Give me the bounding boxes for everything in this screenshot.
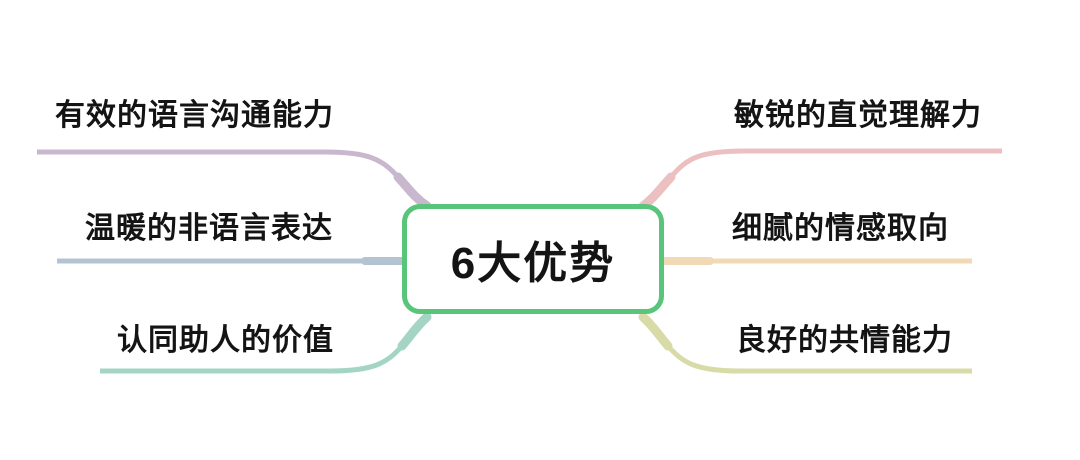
branch-topic-right-1[interactable]: 敏锐的直觉理解力 <box>734 99 982 132</box>
branch-topic-left-1[interactable]: 有效的语言沟通能力 <box>55 99 334 132</box>
branch-line-left-1-taper <box>393 172 432 211</box>
branch-topic-right-3[interactable]: 良好的共情能力 <box>736 324 953 357</box>
branch-line-right-1 <box>641 148 1002 209</box>
branch-topic-right-2[interactable]: 细腻的情感取向 <box>732 212 949 245</box>
branch-line-right-1-taper <box>638 172 676 211</box>
central-topic-label: 6大优势 <box>450 239 616 288</box>
branch-line-right-3-taper <box>638 312 673 351</box>
branch-line-left-1 <box>37 149 429 209</box>
branch-topic-left-2[interactable]: 温暖的非语言表达 <box>85 212 333 245</box>
branch-topic-left-3[interactable]: 认同助人的价值 <box>117 324 334 357</box>
central-topic-node[interactable]: 6大优势 <box>402 204 664 314</box>
branch-line-left-3-taper <box>397 312 432 351</box>
